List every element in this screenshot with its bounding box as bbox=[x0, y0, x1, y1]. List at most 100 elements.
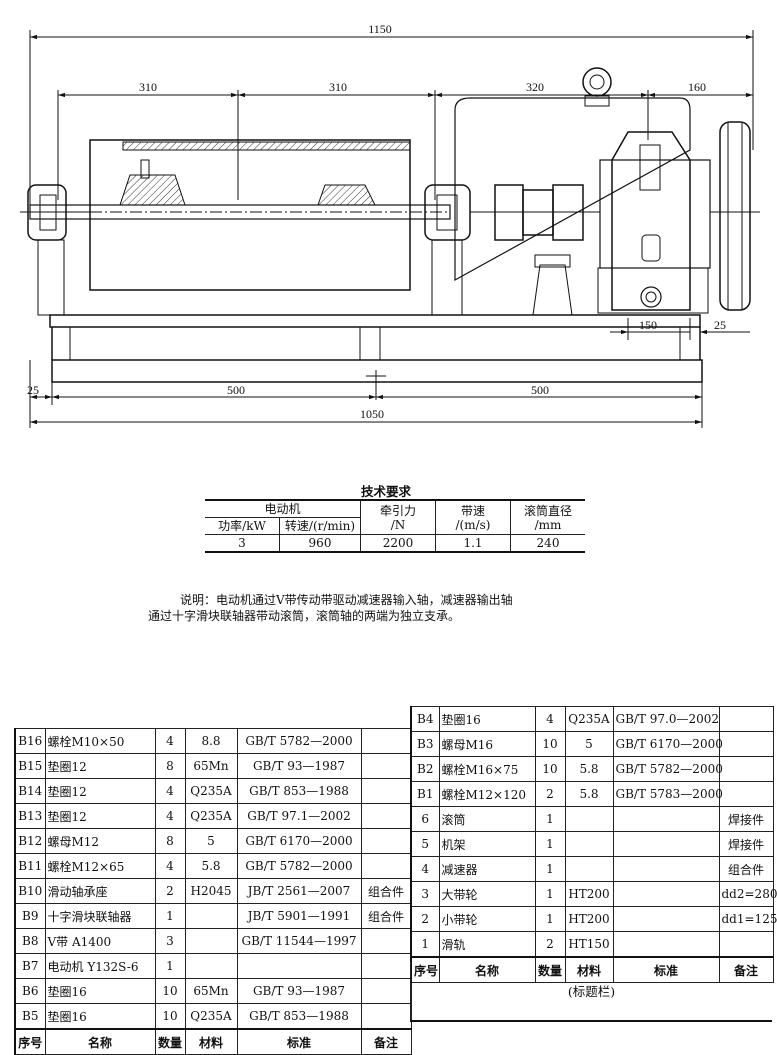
dim-gear-span: 320 bbox=[526, 80, 544, 94]
bom-cell: 4 bbox=[154, 803, 186, 829]
bom-cell bbox=[718, 706, 774, 732]
bom-cell: 2 bbox=[154, 878, 186, 904]
bom-cell bbox=[360, 803, 412, 829]
bom-cell bbox=[360, 953, 412, 979]
bom-cell: 滑动轴承座 bbox=[44, 878, 156, 904]
spec-motor-header: 电动机 bbox=[205, 499, 361, 518]
bom-cell: V带 A1400 bbox=[44, 928, 156, 954]
bom-cell bbox=[236, 953, 362, 979]
bom-cell: 1 bbox=[410, 931, 440, 958]
bom-cell: B5 bbox=[14, 1003, 46, 1030]
bom-cell: GB/T 97.0—2002 bbox=[612, 706, 720, 732]
bom-cell: GB/T 93—1987 bbox=[236, 978, 362, 1004]
bom-cell: 1 bbox=[534, 856, 566, 882]
bom-cell: 垫圈16 bbox=[44, 1003, 156, 1030]
bom-cell: 8 bbox=[154, 828, 186, 854]
bom-header-row: 序号名称数量材料标准备注 bbox=[14, 1028, 412, 1055]
bom-cell: 螺栓M12×120 bbox=[438, 781, 536, 807]
bom-cell: GB/T 6170—2000 bbox=[236, 828, 362, 854]
bom-cell bbox=[612, 831, 720, 857]
bom-cell bbox=[360, 828, 412, 854]
bom-cell: GB/T 853—1988 bbox=[236, 1003, 362, 1030]
bom-cell: 螺栓M10×50 bbox=[44, 728, 156, 754]
note-line-1: 说明：电动机通过V带传动带驱动减速器输入轴，减速器输出轴 bbox=[180, 593, 513, 607]
bom-cell: 螺栓M16×75 bbox=[438, 756, 536, 782]
bom-cell: 65Mn bbox=[184, 978, 238, 1004]
bom-header-cell: 材料 bbox=[564, 956, 614, 983]
bom-cell bbox=[360, 778, 412, 804]
bom-cell: dd1=125 bbox=[718, 906, 777, 932]
bom-header-cell: 数量 bbox=[154, 1028, 186, 1055]
bom-header-cell: 标准 bbox=[612, 956, 720, 983]
bom-cell: H2045 bbox=[184, 878, 238, 904]
bom-cell: 垫圈12 bbox=[44, 803, 156, 829]
title-block: (标题栏) bbox=[410, 962, 772, 1022]
spec-power-value: 3 bbox=[205, 534, 280, 553]
spec-speed-value: 960 bbox=[279, 534, 361, 553]
bom-header-cell: 名称 bbox=[438, 956, 536, 983]
bom-cell: 4 bbox=[154, 728, 186, 754]
bom-cell: 8.8 bbox=[184, 728, 238, 754]
bom-cell: 焊接件 bbox=[718, 806, 774, 832]
bom-cell: 1 bbox=[154, 953, 186, 979]
bom-cell: GB/T 6170—2000 bbox=[612, 731, 723, 757]
bom-cell: 4 bbox=[410, 856, 440, 882]
bom-cell: HT200 bbox=[564, 906, 614, 932]
dim-overall-bottom: 1050 bbox=[360, 407, 384, 421]
bom-cell: 5 bbox=[410, 831, 440, 857]
bom-cell bbox=[360, 753, 412, 779]
assembly-drawing: 1150 310 310 320 160 25 500 500 1050 150… bbox=[20, 22, 760, 428]
bom-header-cell: 备注 bbox=[718, 956, 774, 983]
bom-cell bbox=[184, 928, 238, 954]
bom-header-row: 序号名称数量材料标准备注 bbox=[410, 956, 774, 983]
spec-drum-value: 240 bbox=[510, 534, 585, 553]
bom-cell: B15 bbox=[14, 753, 46, 779]
bom-cell: 8 bbox=[154, 753, 186, 779]
bom-cell: 1 bbox=[534, 906, 566, 932]
bom-cell: 5.8 bbox=[184, 853, 238, 879]
bom-cell: 4 bbox=[154, 778, 186, 804]
bom-cell bbox=[612, 906, 720, 932]
bom-cell: Q235A bbox=[184, 778, 238, 804]
bom-cell: GB/T 5783—2000 bbox=[612, 781, 723, 807]
bom-cell: HT150 bbox=[564, 931, 614, 958]
dim-small-right-1: 150 bbox=[639, 318, 657, 332]
bom-cell bbox=[612, 806, 720, 832]
bom-cell: B7 bbox=[14, 953, 46, 979]
bom-cell: dd2=280 bbox=[718, 881, 777, 907]
bom-cell: GB/T 5782—2000 bbox=[612, 756, 723, 782]
bom-cell: B4 bbox=[410, 706, 440, 732]
bom-header-cell: 名称 bbox=[44, 1028, 156, 1055]
bom-cell: GB/T 5782—2000 bbox=[236, 853, 362, 879]
spec-belt-speed-header: 带速/(m/s) bbox=[435, 499, 511, 535]
bom-cell: B12 bbox=[14, 828, 46, 854]
bom-cell: 65Mn bbox=[184, 753, 238, 779]
bom-cell: 1 bbox=[534, 881, 566, 907]
dim-left-span-1: 310 bbox=[139, 80, 157, 94]
bom-cell: Q235A bbox=[184, 803, 238, 829]
bom-cell: 1 bbox=[534, 806, 566, 832]
bom-cell: B9 bbox=[14, 903, 46, 929]
bom-cell bbox=[718, 756, 774, 782]
bom-header-cell: 材料 bbox=[184, 1028, 238, 1055]
bom-cell bbox=[360, 978, 412, 1004]
bom-cell bbox=[718, 781, 774, 807]
dim-base-span-1: 500 bbox=[227, 383, 245, 397]
bom-cell bbox=[564, 806, 614, 832]
spec-belt-speed-value: 1.1 bbox=[435, 534, 511, 553]
bom-cell: GB/T 97.1—2002 bbox=[236, 803, 362, 829]
spec-traction-header: 牵引力/N bbox=[360, 499, 436, 535]
bom-cell: 3 bbox=[154, 928, 186, 954]
bom-header-cell: 序号 bbox=[410, 956, 440, 983]
